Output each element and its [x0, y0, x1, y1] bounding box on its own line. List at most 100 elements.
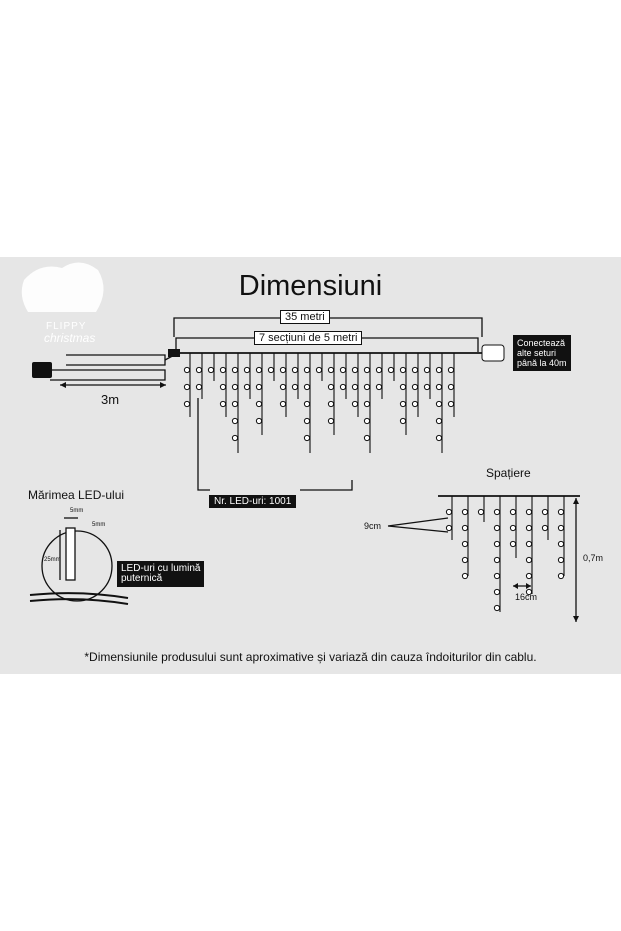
led-bulb [243, 366, 251, 374]
bright-line-1: LED-uri cu lumină [121, 563, 201, 574]
led-bulb [493, 540, 501, 548]
led-bulb [447, 383, 455, 391]
total-length-label: 35 metri [280, 310, 330, 324]
led-bulb [557, 524, 565, 532]
led-bulb [461, 540, 469, 548]
led-bulb [303, 400, 311, 408]
led-bulb [557, 508, 565, 516]
page-title: Dimensiuni [238, 270, 383, 302]
led-bulb [557, 556, 565, 564]
connect-line-3: până la 40m [517, 358, 567, 368]
spacing-title: Spațiere [486, 466, 531, 480]
led-bulb [315, 366, 323, 374]
led-bulb [477, 508, 485, 516]
logo-subtext: christmas [44, 331, 96, 345]
start-clip [168, 349, 180, 357]
spacing-arrow-right [526, 583, 531, 589]
led-bulb [411, 366, 419, 374]
led-bulb [375, 383, 383, 391]
led-bulb [493, 604, 501, 612]
led-bulb [461, 556, 469, 564]
led-bulb [279, 366, 287, 374]
led-bulb [183, 383, 191, 391]
drop-spacing-label: 9cm [364, 521, 382, 531]
led-bulb [351, 383, 359, 391]
connect-line-1: Conectează [517, 338, 566, 348]
led-bulb [363, 434, 371, 442]
led-bulb [339, 366, 347, 374]
diagram-panel [0, 257, 621, 674]
logo-mark [21, 262, 104, 312]
arrow-head-left [60, 382, 66, 388]
led-bulb [447, 366, 455, 374]
led-bulb [219, 400, 227, 408]
led-bulb [493, 572, 501, 580]
led-body [65, 527, 76, 581]
led-bulb [399, 400, 407, 408]
led-bulb [327, 366, 335, 374]
led-bulb [231, 383, 239, 391]
led-bulb [509, 524, 517, 532]
led-bulb [525, 556, 533, 564]
led-bulb [509, 540, 517, 548]
led-bulb [231, 434, 239, 442]
led-bulb [525, 572, 533, 580]
led-bulb [183, 400, 191, 408]
led-bulb [399, 417, 407, 425]
led-bulb [461, 524, 469, 532]
led-bulb [207, 366, 215, 374]
icicle-strands [183, 353, 455, 453]
led-size-title: Mărimea LED-ului [28, 488, 125, 502]
led-bulb [525, 588, 533, 596]
led-bulb [375, 366, 383, 374]
led-bulb [255, 366, 263, 374]
led-bulb [291, 383, 299, 391]
bright-line-2: puternică [121, 573, 163, 584]
led-bulb [541, 508, 549, 516]
max-drop-label: 0,7m [583, 553, 604, 563]
led-bulb [363, 383, 371, 391]
power-cable [50, 354, 166, 381]
led-bulb [525, 524, 533, 532]
end-connector [481, 344, 505, 362]
led-bulb [493, 588, 501, 596]
led-bulb [231, 417, 239, 425]
led-bulb [195, 366, 203, 374]
led-bulb [231, 400, 239, 408]
connect-line-2: alte seturi [517, 348, 557, 358]
led-bulb [435, 366, 443, 374]
led-bulb [351, 366, 359, 374]
led-bulb [435, 434, 443, 442]
cable-length-label: 3m [101, 392, 120, 407]
led-bulb [509, 508, 517, 516]
led-bulb [219, 383, 227, 391]
led-bulb [303, 366, 311, 374]
led-bulb [183, 366, 191, 374]
led-bulb [423, 383, 431, 391]
led-bulb [363, 417, 371, 425]
led-bulb [423, 366, 431, 374]
led-bulb [195, 383, 203, 391]
led-count-leader [197, 398, 353, 491]
led-bulb [493, 556, 501, 564]
led-bulb [435, 417, 443, 425]
led-bulb [493, 524, 501, 532]
led-bulb [447, 400, 455, 408]
height-arrow-bottom [573, 616, 579, 622]
led-bulb [279, 383, 287, 391]
led-bulb [411, 383, 419, 391]
led-bulb [435, 383, 443, 391]
spacing-strands [445, 496, 565, 612]
led-bulb [303, 434, 311, 442]
led-bulb [327, 400, 335, 408]
led-bulb [279, 400, 287, 408]
led-bulb [493, 508, 501, 516]
led-bulb [255, 383, 263, 391]
led-bulb [303, 383, 311, 391]
led-bulb [399, 383, 407, 391]
led-bulb [445, 508, 453, 516]
led-bulb [231, 366, 239, 374]
led-tip-label: 5mm [92, 522, 106, 528]
spacing-arrow-left [513, 583, 518, 589]
led-bulb [461, 508, 469, 516]
